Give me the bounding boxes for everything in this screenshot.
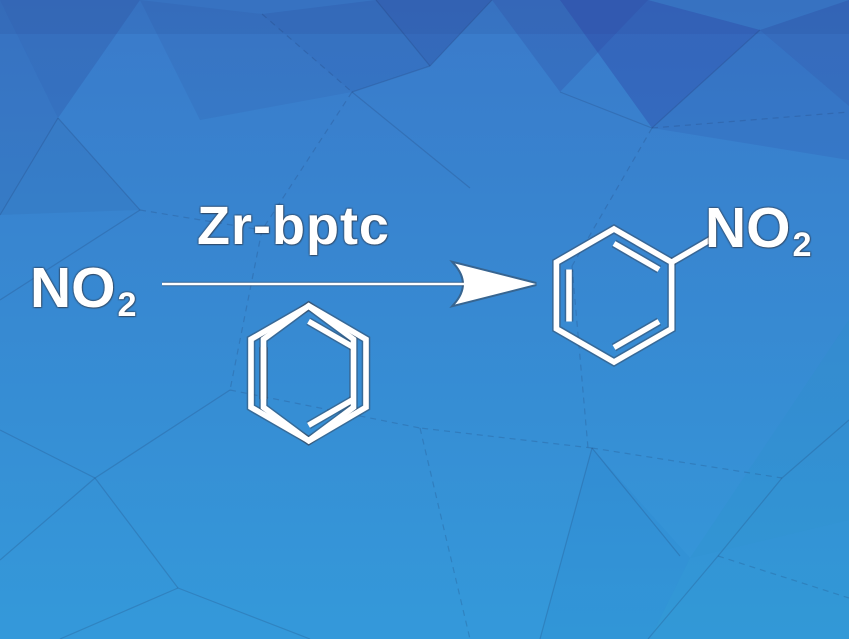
product-formula-subscript: 2	[792, 225, 812, 264]
product-formula: NO2	[705, 200, 812, 262]
product-formula-main: NO	[705, 196, 791, 260]
benzene-ring-reactant	[251, 229, 714, 441]
catalyst-label: Zr-bptc	[197, 196, 390, 256]
reactant-formula-main: NO	[30, 256, 116, 320]
reactant-formula-subscript: 2	[117, 285, 137, 324]
arrowhead-icon	[455, 263, 536, 305]
structure-strokes	[160, 229, 714, 441]
reactant-formula: NO2	[30, 260, 137, 322]
